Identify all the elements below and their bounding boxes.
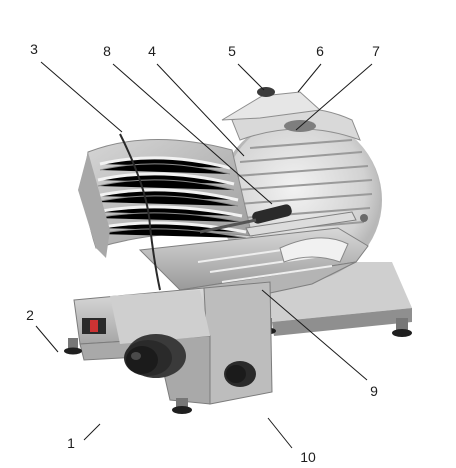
carriage-handle xyxy=(199,204,292,234)
leader-3 xyxy=(40,61,123,133)
callout-1: 1 xyxy=(67,435,75,451)
leader-9 xyxy=(261,289,368,381)
front-foot xyxy=(64,338,82,355)
leader-10 xyxy=(267,417,293,449)
callout-4: 4 xyxy=(148,43,156,59)
leader-8 xyxy=(112,63,273,205)
callout-7: 7 xyxy=(372,43,380,59)
leader-4 xyxy=(156,63,245,157)
callout-10: 10 xyxy=(300,449,316,465)
callout-8: 8 xyxy=(103,43,111,59)
leader-6 xyxy=(297,63,322,93)
knob-icon xyxy=(124,334,186,378)
callout-9: 9 xyxy=(370,383,378,399)
callout-2: 2 xyxy=(26,307,34,323)
front-foot-2 xyxy=(172,398,192,414)
callout-5: 5 xyxy=(228,43,236,59)
callout-6: 6 xyxy=(316,43,324,59)
sharpener-knob xyxy=(257,87,275,97)
leader-7 xyxy=(295,63,373,131)
small-knob-icon xyxy=(224,361,256,387)
leader-1 xyxy=(83,423,101,441)
switch-icon xyxy=(82,318,106,334)
leader-5 xyxy=(237,63,265,91)
leader-lines xyxy=(35,61,373,449)
leader-2 xyxy=(35,325,59,353)
rear-foot xyxy=(392,318,412,337)
callout-3: 3 xyxy=(30,41,38,57)
blade-guard xyxy=(221,91,361,141)
